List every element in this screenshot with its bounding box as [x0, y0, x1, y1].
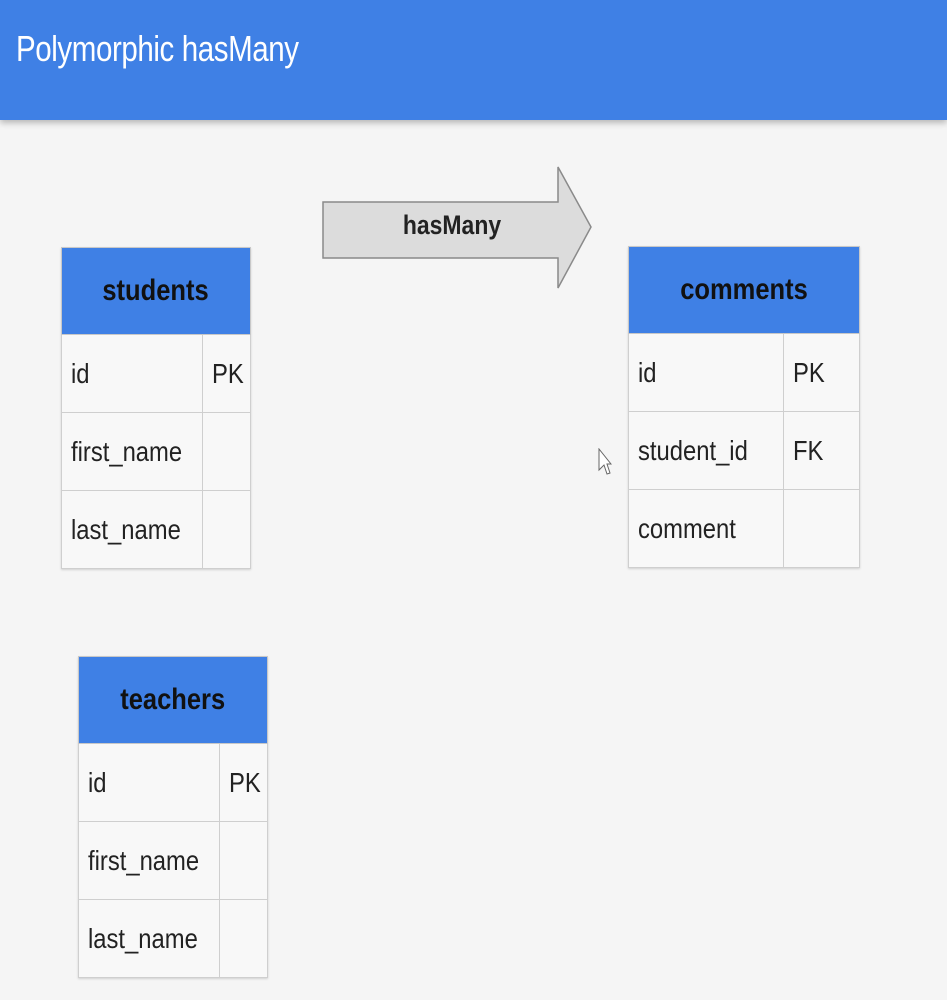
table-row: comment	[628, 489, 861, 568]
key-cell	[201, 412, 252, 491]
relationship-label: hasMany	[402, 210, 502, 240]
column-name-cell: student_id	[628, 411, 784, 490]
column-name-cell: last_name	[61, 490, 203, 569]
key-cell: FK	[782, 411, 861, 490]
arrow-shape	[322, 166, 592, 289]
comments-table-header: comments	[628, 246, 860, 334]
key-cell: PK	[218, 743, 269, 822]
mouse-pointer-icon	[598, 447, 613, 476]
students-table-header: students	[61, 247, 251, 335]
teachers-table: teachers id PK first_name last_name	[78, 656, 269, 978]
key-cell: PK	[201, 334, 252, 413]
column-name-cell: id	[61, 334, 203, 413]
column-name-cell: first_name	[78, 821, 220, 900]
title-bar: Polymorphic hasMany	[0, 0, 947, 120]
table-row: first_name	[61, 412, 252, 491]
key-cell	[201, 490, 252, 569]
students-table: students id PK first_name last_name	[61, 247, 252, 569]
key-cell	[782, 489, 861, 568]
table-row: student_id FK	[628, 411, 861, 490]
hasmany-arrow: hasMany	[322, 166, 592, 290]
column-name-cell: comment	[628, 489, 784, 568]
key-cell: PK	[782, 333, 861, 412]
table-row: last_name	[78, 899, 269, 978]
key-cell	[218, 821, 269, 900]
slide-title: Polymorphic hasMany	[16, 28, 299, 69]
key-cell	[218, 899, 269, 978]
table-row: id PK	[78, 743, 269, 822]
column-name-cell: id	[78, 743, 220, 822]
column-name-cell: first_name	[61, 412, 203, 491]
column-name-cell: last_name	[78, 899, 220, 978]
comments-table: comments id PK student_id FK comment	[628, 246, 861, 568]
column-name-cell: id	[628, 333, 784, 412]
table-row: first_name	[78, 821, 269, 900]
table-row: last_name	[61, 490, 252, 569]
table-row: id PK	[628, 333, 861, 412]
teachers-table-header: teachers	[78, 656, 268, 744]
table-row: id PK	[61, 334, 252, 413]
